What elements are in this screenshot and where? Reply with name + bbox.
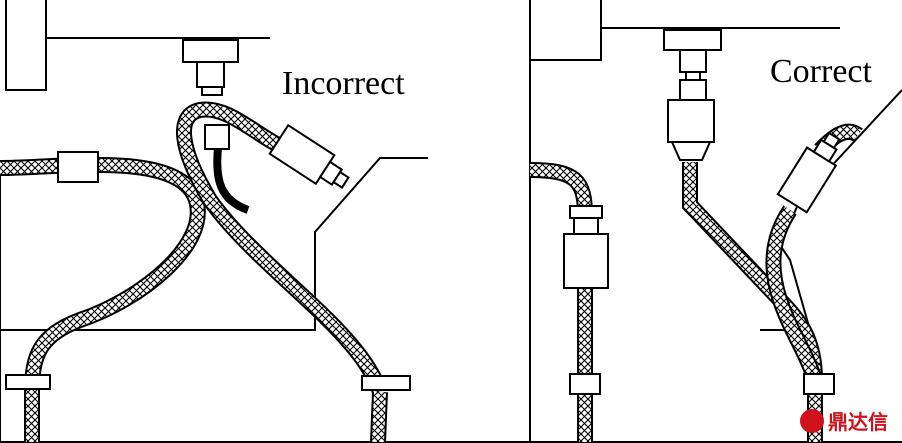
bottom-clamp-right (361, 375, 411, 391)
watermark-icon (800, 409, 824, 433)
machine-body-left (0, 157, 428, 442)
correct-panel (529, 0, 902, 442)
hose-short-drop (213, 147, 250, 214)
overhead-nut-left (196, 61, 225, 88)
hose-end-fitting-right (667, 99, 715, 143)
watermark-logo: 鼎达信 (800, 409, 888, 434)
incorrect-label: Incorrect (282, 65, 405, 102)
bottom-clamp-right-a (569, 373, 601, 395)
hose-left-loop (0, 156, 206, 393)
hose-coupling-right (563, 233, 609, 289)
overhead-fitting-right (663, 29, 722, 51)
bottom-clamp-left (5, 374, 51, 390)
bottom-clamp-right-b (803, 373, 835, 395)
watermark-text: 鼎达信 (828, 410, 888, 434)
correct-label: Correct (770, 53, 873, 90)
small-fitting-left (204, 124, 230, 150)
machine-frame-right (530, 0, 840, 61)
overhead-fitting-left (182, 39, 239, 63)
hose-coupling-left (57, 151, 99, 183)
